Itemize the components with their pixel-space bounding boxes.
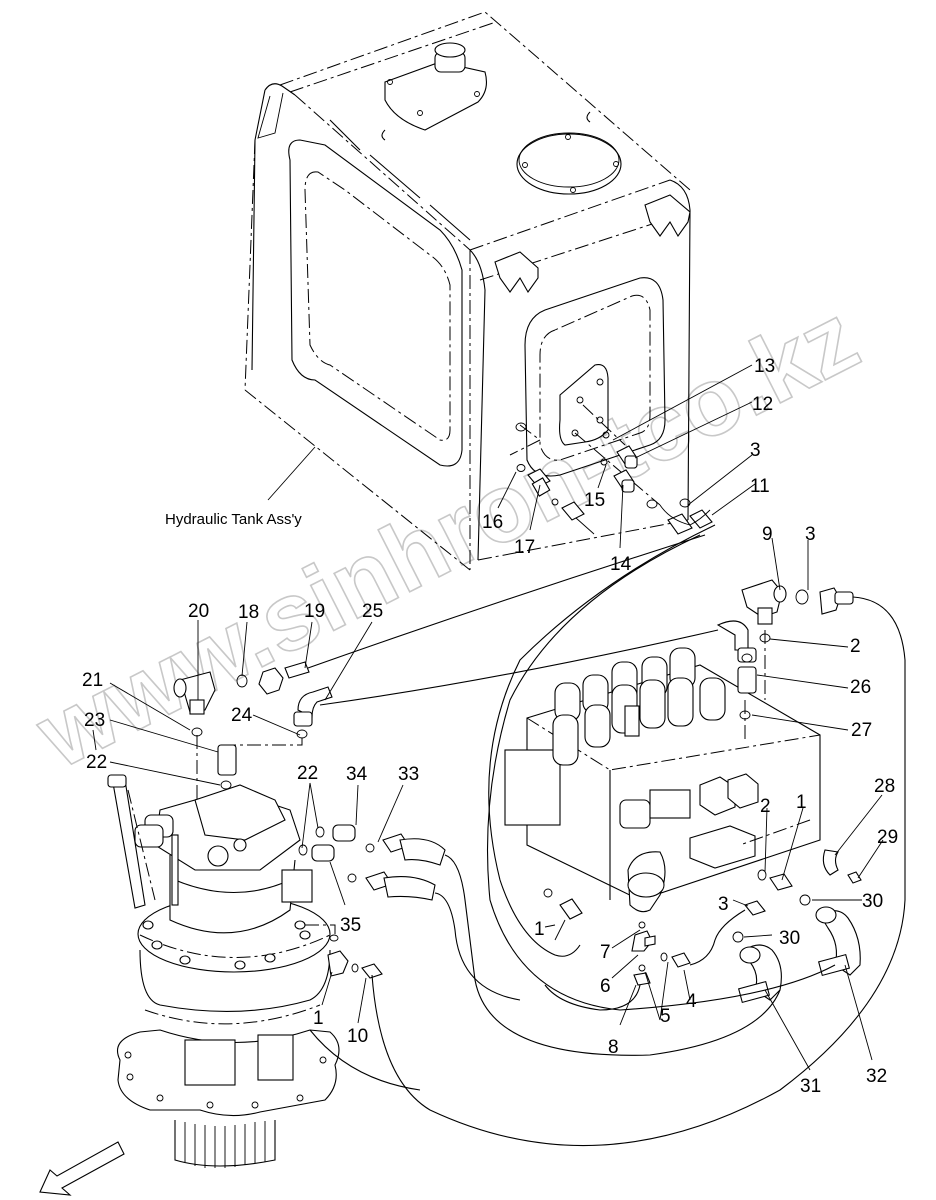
callout-8: 8 (608, 1037, 619, 1058)
callout-1: 1 (534, 919, 545, 940)
callout-10: 10 (347, 1026, 368, 1047)
callout-28: 28 (874, 776, 895, 797)
callout-22: 22 (86, 752, 107, 773)
callout-22: 22 (297, 763, 318, 784)
front-direction-arrow (39, 1141, 125, 1196)
callout-30: 30 (862, 891, 883, 912)
hydraulic-tank (244, 11, 691, 571)
lower-valve-fittings (543, 849, 862, 1004)
tank-fittings (509, 404, 713, 535)
callout-34: 34 (346, 764, 368, 785)
callout-15: 15 (584, 490, 605, 511)
callout-12: 12 (752, 394, 773, 415)
callout-24: 24 (231, 705, 253, 726)
callout-27: 27 (851, 720, 872, 741)
callout-2: 2 (850, 636, 861, 657)
swing-motor (107, 774, 340, 1168)
callout-7: 7 (600, 942, 611, 963)
callout-23: 23 (84, 710, 105, 731)
callout-32: 32 (866, 1066, 887, 1087)
callout-3: 3 (805, 524, 816, 545)
callout-19: 19 (304, 601, 325, 622)
callout-31: 31 (800, 1076, 821, 1097)
callout-35: 35 (340, 915, 361, 936)
callout-11: 11 (750, 476, 770, 497)
callout-17: 17 (514, 537, 535, 558)
watermark: www.sinhron-tco.kz (19, 283, 875, 790)
callout-16: 16 (482, 512, 503, 533)
tank-leader (267, 446, 316, 501)
callout-18: 18 (238, 602, 259, 623)
callout-1: 1 (313, 1008, 324, 1029)
callout-30: 30 (779, 928, 800, 949)
callout-20: 20 (188, 601, 209, 622)
callout-1: 1 (796, 792, 807, 813)
callout-21: 21 (82, 670, 103, 691)
callout-9: 9 (762, 524, 773, 545)
swing-motor-fittings (173, 661, 446, 979)
callout-2: 2 (760, 796, 771, 817)
callout-33: 33 (398, 764, 419, 785)
callout-25: 25 (362, 601, 383, 622)
callout-13: 13 (754, 356, 775, 377)
watermark-text: www.sinhron-tco.kz (20, 283, 874, 789)
callouts: 13 12 3 11 16 17 15 14 9 3 2 26 27 20 18… (82, 356, 898, 1097)
callout-14: 14 (610, 554, 632, 575)
callout-5: 5 (660, 1006, 671, 1027)
callout-29: 29 (877, 827, 898, 848)
callout-3: 3 (718, 894, 729, 915)
tank-assembly-label: Hydraulic Tank Ass'y (165, 511, 302, 528)
control-valve (504, 647, 821, 913)
callout-3: 3 (750, 440, 761, 461)
callout-leaders (92, 364, 884, 1071)
hoses (307, 524, 906, 1147)
callout-26: 26 (850, 677, 871, 698)
callout-4: 4 (686, 991, 697, 1012)
valve-top-fittings (716, 579, 854, 740)
callout-6: 6 (600, 976, 611, 997)
